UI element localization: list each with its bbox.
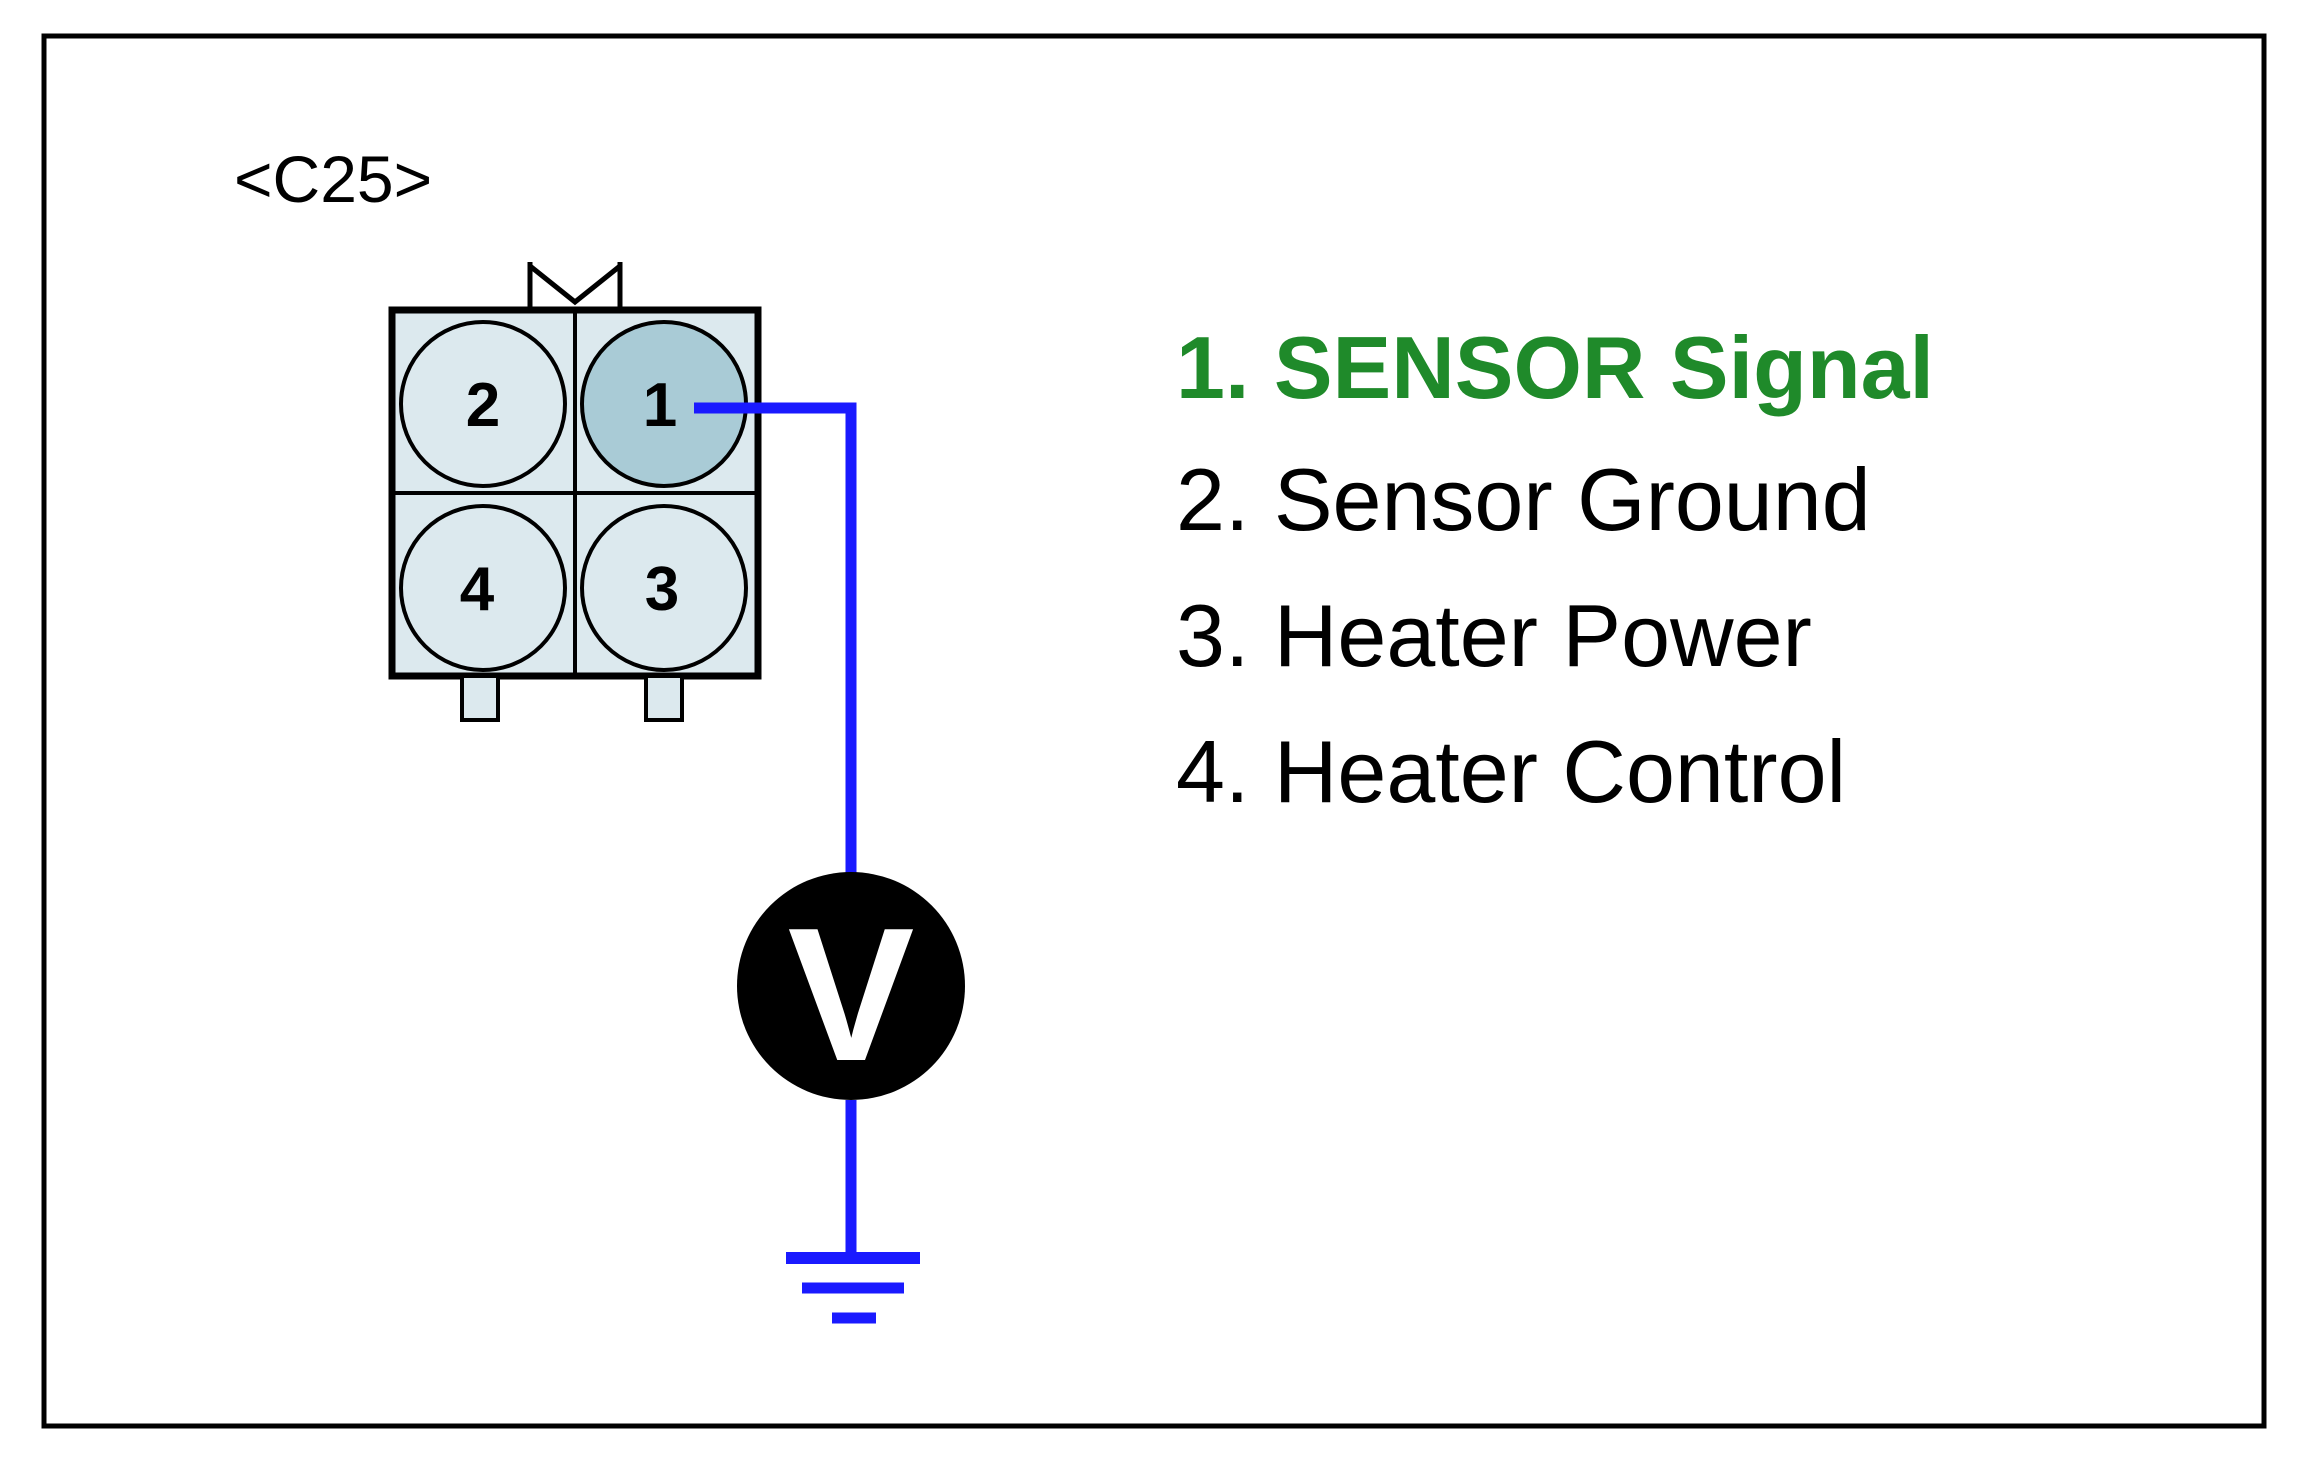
connector-foot-right bbox=[644, 674, 684, 722]
pin-4: 4 bbox=[399, 504, 567, 672]
pin-4-circle bbox=[399, 504, 567, 672]
diagram-frame bbox=[41, 33, 2267, 1429]
pin-3-label: 3 bbox=[645, 555, 679, 624]
pin-1: 1 bbox=[580, 320, 748, 488]
pin-legend: 1. SENSOR Signal 2. Sensor Ground 3. Hea… bbox=[1176, 318, 1934, 821]
pin-2-circle bbox=[399, 320, 567, 488]
voltmeter-circle bbox=[737, 872, 965, 1100]
pin-3: 3 bbox=[580, 504, 748, 672]
pin-3-circle bbox=[580, 504, 748, 672]
probe-wire bbox=[694, 402, 857, 880]
voltmeter-icon: V bbox=[737, 872, 965, 1101]
voltmeter-symbol: V bbox=[788, 889, 915, 1101]
legend-item-1: 1. SENSOR Signal bbox=[1176, 318, 1934, 417]
connector-foot-left bbox=[460, 674, 500, 722]
legend-item-2: 2. Sensor Ground bbox=[1176, 450, 1871, 549]
legend-item-3: 3. Heater Power bbox=[1176, 586, 1812, 685]
pin-2-label: 2 bbox=[466, 371, 500, 440]
legend-item-4: 4. Heater Control bbox=[1176, 722, 1846, 821]
pin-2: 2 bbox=[399, 320, 567, 488]
pin-4-label: 4 bbox=[460, 555, 495, 624]
connector-name: <C25> bbox=[234, 142, 432, 216]
pin-1-label: 1 bbox=[643, 371, 677, 440]
ground-icon bbox=[786, 1252, 920, 1324]
connector-latch-icon bbox=[527, 262, 623, 310]
